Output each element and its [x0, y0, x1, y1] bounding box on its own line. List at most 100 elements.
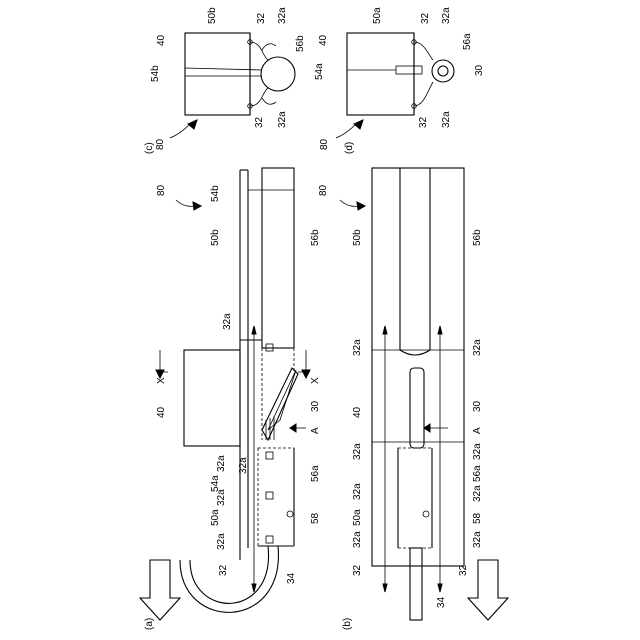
base-block-40-c	[185, 33, 250, 115]
tube-56a-dashed	[258, 448, 294, 546]
label-40-b: 40	[352, 406, 363, 418]
needle-30-shade	[268, 370, 296, 430]
arrowhead-80-b	[357, 202, 365, 210]
label-50b-b: 50b	[352, 229, 363, 246]
label-32a-b-4: 32a	[472, 443, 483, 460]
needle-30-b	[410, 368, 424, 448]
label-58-b: 58	[472, 512, 483, 524]
pin-tip-b-left-top	[383, 326, 387, 334]
label-40-d: 40	[318, 34, 329, 46]
label-34-b: 34	[436, 596, 447, 608]
label-arrow-a-b: A	[472, 427, 483, 434]
needle-30-section	[438, 66, 448, 76]
label-32a-b-2: 32a	[472, 339, 483, 356]
base-block-40-a	[184, 350, 240, 446]
label-50a-b: 50a	[352, 509, 363, 526]
label-32-b-left: 32	[352, 564, 363, 576]
label-32a-c-bottom: 32a	[277, 111, 288, 128]
label-32-c-top: 32	[256, 12, 267, 24]
label-32-a: 32	[218, 564, 229, 576]
label-32a-c-top: 32a	[277, 7, 288, 24]
label-50b-a: 50b	[210, 229, 221, 246]
panel-d: 40 50a 32 32a 56a 54a 30 32 32a 80 (d)	[314, 7, 485, 154]
clip-wire-upper-d	[414, 42, 433, 60]
label-32a-a-4: 32a	[216, 533, 227, 550]
tube-56b-end-b	[400, 350, 430, 355]
label-56a-d: 56a	[462, 33, 473, 50]
label-80-a: 80	[156, 184, 167, 196]
panel-c: 40 50b 32 32a 56b 54b 32 32a 80 (c)	[144, 7, 306, 154]
panel-a: 80 54b 50b 56b 32a 40 X X 30 A 32a 32a 5…	[140, 168, 321, 630]
clip-hook-lower-c	[262, 98, 276, 104]
leader-80-d	[336, 124, 356, 138]
label-40-c: 40	[156, 34, 167, 46]
label-80-b: 80	[318, 184, 329, 196]
label-arrow-a: A	[310, 427, 321, 434]
label-32a-d-top: 32a	[441, 7, 452, 24]
label-x-right: X	[310, 377, 321, 384]
cable-34-b	[410, 548, 422, 620]
label-50a-a: 50a	[210, 509, 221, 526]
panel-tag-b: (b)	[342, 618, 353, 630]
label-58-a: 58	[310, 512, 321, 524]
section-mark-x-right	[298, 350, 306, 372]
pin-tip-a-bottom	[252, 584, 256, 592]
tube-56b	[262, 168, 294, 348]
pin-tip-a-top	[252, 326, 256, 334]
label-30-a: 30	[310, 400, 321, 412]
label-32a-b-1: 32a	[352, 339, 363, 356]
label-x-left: X	[156, 377, 167, 384]
sheet-50-b	[372, 168, 464, 566]
tube-56a-outer	[432, 60, 454, 82]
label-40-a: 40	[156, 406, 167, 418]
clip-32a-a-2	[266, 452, 273, 459]
label-56a-a: 56a	[310, 465, 321, 482]
tube-56a-b	[398, 448, 432, 548]
label-32-d-top: 32	[420, 12, 431, 24]
label-54a-d: 54a	[314, 63, 325, 80]
view-arrow-a-head-b	[424, 424, 430, 432]
arrowhead-80-d	[354, 120, 363, 129]
panel-b: 80 50b 56b 32a 32a 40 30 A 32a 32a 56a 3…	[318, 168, 508, 630]
label-32-c-bottom: 32	[254, 116, 265, 128]
label-54b-a: 54b	[210, 185, 221, 202]
clip-wire-lower-c	[250, 88, 268, 106]
label-32a-b-5: 32a	[352, 483, 363, 500]
clip-32a-a-4	[266, 536, 273, 543]
arrowhead-80-a	[193, 202, 201, 210]
label-32a-a-2: 32a	[216, 455, 227, 472]
label-56b-c: 56b	[295, 35, 306, 52]
section-arrow-x-left	[156, 370, 164, 378]
label-80-c: 80	[155, 138, 166, 150]
label-32a-a-top: 32a	[222, 313, 233, 330]
label-34-a: 34	[286, 572, 297, 584]
label-50a-d: 50a	[372, 7, 383, 24]
label-56a-b: 56a	[472, 465, 483, 482]
clip-wire-upper-c	[250, 42, 268, 60]
label-32a-b-7: 32a	[352, 531, 363, 548]
label-32a-b-8: 32a	[472, 531, 483, 548]
arrowhead-80-c	[188, 120, 197, 129]
view-arrow-a-head	[290, 424, 296, 432]
hole-58-b	[423, 511, 429, 517]
panel-tag-a: (a)	[144, 618, 155, 630]
pin-tip-b-left-bottom	[383, 584, 387, 592]
flat-lead-54a	[396, 66, 422, 74]
label-32-b-right: 32	[458, 564, 469, 576]
label-50b-c: 50b	[207, 7, 218, 24]
clip-hook-upper-c	[262, 44, 276, 50]
direction-arrow-b	[468, 560, 508, 620]
clip-32a-a-3	[266, 492, 273, 499]
label-32a-a-3: 32a	[216, 489, 227, 506]
label-32-d-bottom: 32	[418, 116, 429, 128]
label-32a-b-3: 32a	[352, 443, 363, 460]
label-32a-a-2b: 32a	[238, 457, 249, 474]
pin-tip-b-right-top	[438, 326, 442, 334]
label-56b-b: 56b	[472, 229, 483, 246]
section-arrow-x-right	[302, 370, 310, 378]
cable-34-outer	[190, 546, 269, 603]
label-80-d: 80	[319, 138, 330, 150]
label-54b-c: 54b	[150, 65, 161, 82]
